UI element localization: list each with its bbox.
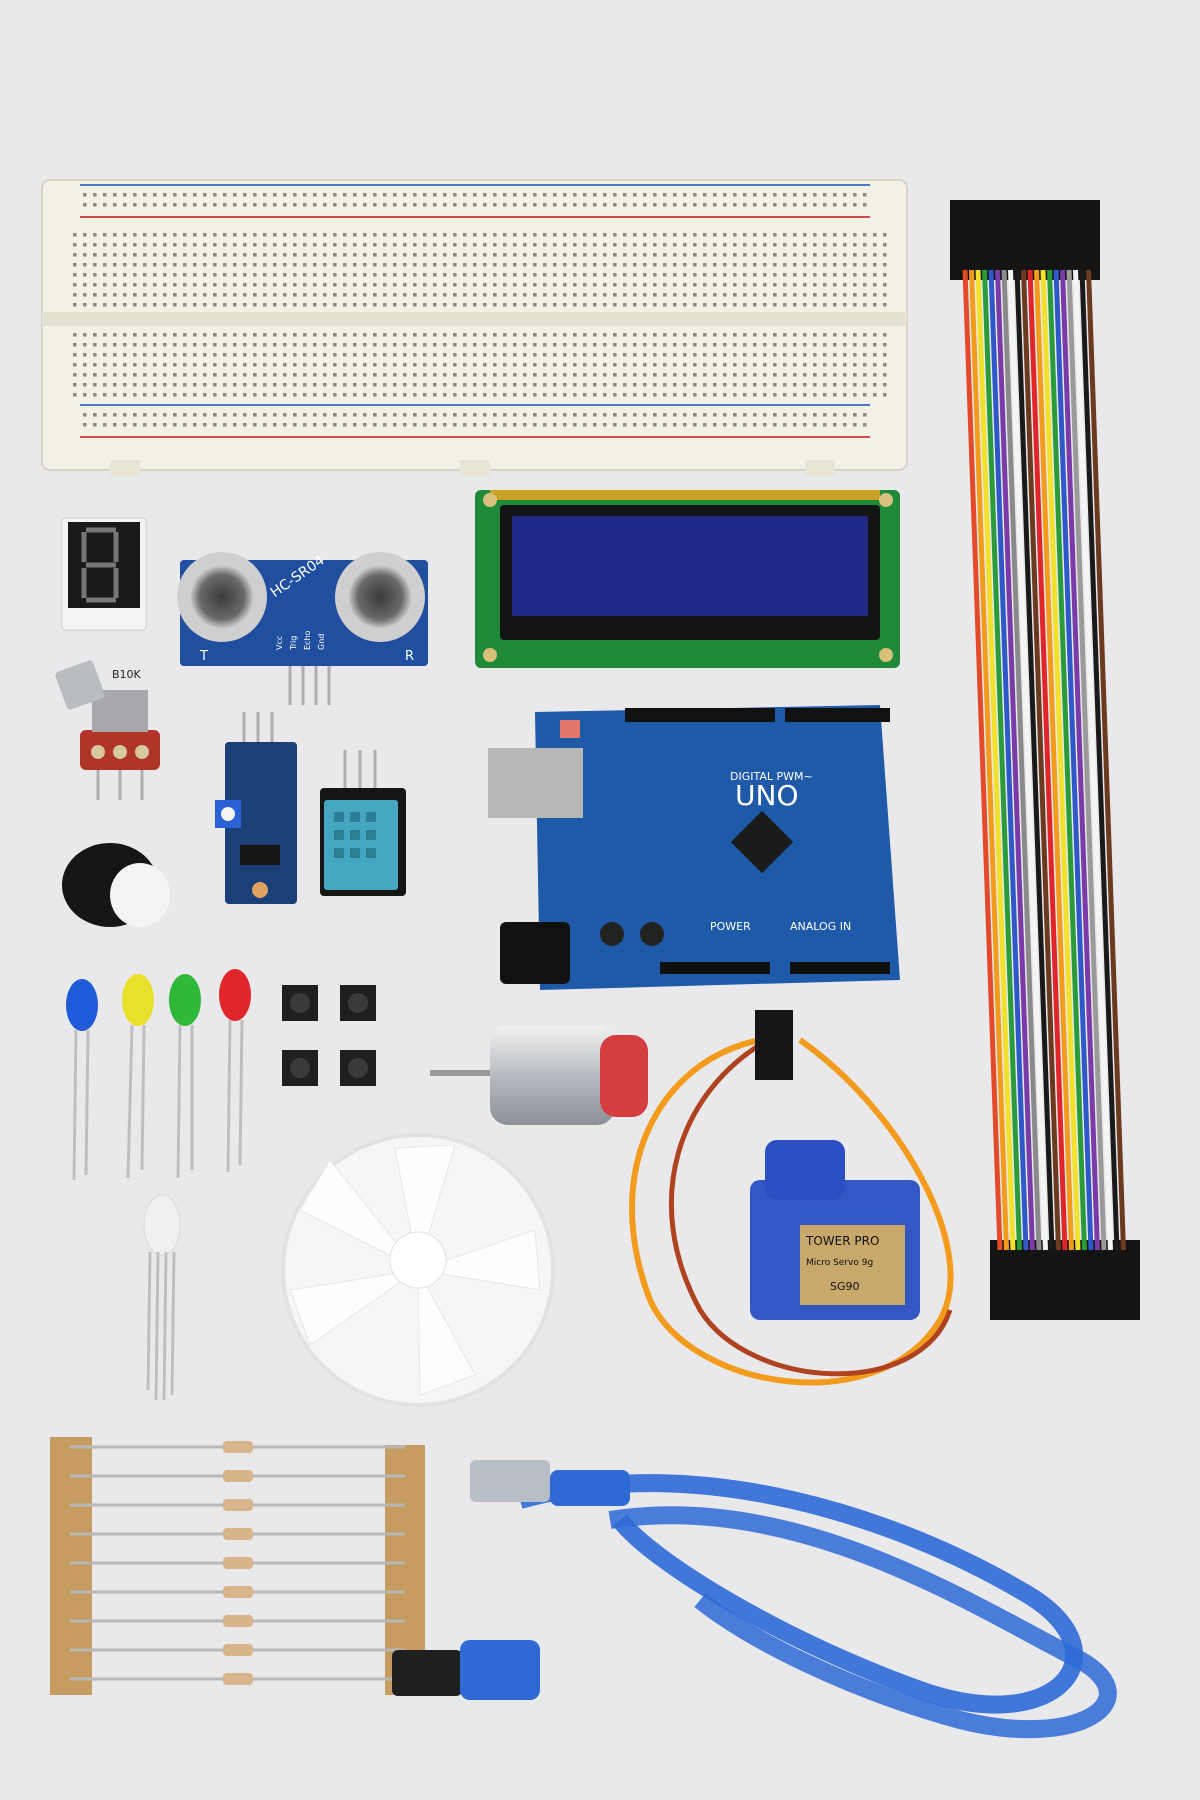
led-rgb [143, 1194, 181, 1401]
jumper-wire [988, 269, 1029, 1251]
jumper-wires [950, 200, 1140, 1320]
jumper-wire [1034, 269, 1074, 1251]
servo-model-label: Micro Servo 9g [806, 1258, 873, 1268]
uno-label: UNO [735, 779, 798, 812]
seven-segment-display [61, 517, 147, 631]
ultrasonic-sensor: HC-SR04 T R Vcc Trig Echo Gnd [177, 552, 428, 705]
jumper-wire [1008, 269, 1048, 1251]
jumper-wire [962, 269, 1003, 1251]
jumper-wire [1014, 269, 1055, 1251]
resistor [223, 1528, 253, 1540]
dht11-sensor-module [320, 750, 406, 896]
resistors [50, 1437, 425, 1695]
lcd-display [475, 490, 900, 668]
led-blue [66, 979, 98, 1181]
ultrasonic-pin-gnd: Gnd [317, 634, 326, 650]
potentiometer-label: B10K [112, 668, 142, 681]
jumper-wire [1079, 269, 1120, 1251]
led-green [169, 974, 201, 1179]
uno-board: UNO DIGITAL PWM~ POWER ANALOG IN [488, 705, 900, 990]
jumper-wire [1047, 269, 1087, 1251]
breadboard [41, 179, 908, 476]
resistor [223, 1499, 253, 1511]
jumper-wire [1040, 269, 1081, 1251]
digital-label: DIGITAL PWM~ [730, 770, 813, 783]
potentiometer: B10K [55, 660, 160, 800]
resistor [223, 1470, 253, 1482]
resistor [223, 1673, 253, 1685]
jumper-wire [1027, 269, 1068, 1251]
jumper-wire [975, 269, 1016, 1251]
servo-code-label: SG90 [830, 1280, 860, 1293]
light-sensor-module [215, 712, 297, 904]
resistor [223, 1615, 253, 1627]
leds [66, 969, 251, 1401]
jumper-wire [969, 269, 1009, 1251]
usb-cable [392, 1460, 1117, 1739]
jumper-wire [1066, 269, 1107, 1251]
resistor [223, 1586, 253, 1598]
jumper-wire [1060, 269, 1100, 1251]
power-label: POWER [710, 920, 751, 933]
led-yellow [122, 974, 154, 1179]
jumper-wire [1021, 269, 1061, 1251]
jumper-wire [995, 269, 1035, 1251]
jumper-wire [982, 269, 1022, 1251]
jumper-wire [1086, 269, 1126, 1251]
led-red [219, 969, 251, 1173]
jumper-wire [1073, 269, 1113, 1251]
servo-motor: TOWER PRO Micro Servo 9g SG90 [629, 1010, 954, 1386]
jumper-wire [1053, 269, 1094, 1251]
ultrasonic-t-label: T [199, 649, 208, 664]
buzzer [62, 843, 170, 927]
jumper-wire [1001, 269, 1042, 1251]
resistor [223, 1441, 253, 1453]
ultrasonic-pin-trig: Trig [289, 636, 298, 651]
fan-propeller [281, 1133, 555, 1407]
push-buttons [282, 985, 376, 1086]
servo-brand-label: TOWER PRO [805, 1234, 879, 1248]
resistor [223, 1557, 253, 1569]
ultrasonic-r-label: R [405, 649, 414, 664]
analog-label: ANALOG IN [790, 920, 851, 933]
dc-motor [430, 1025, 648, 1125]
resistor [223, 1644, 253, 1656]
ultrasonic-pin-echo: Echo [303, 630, 312, 650]
ultrasonic-pin-vcc: Vcc [275, 636, 284, 650]
